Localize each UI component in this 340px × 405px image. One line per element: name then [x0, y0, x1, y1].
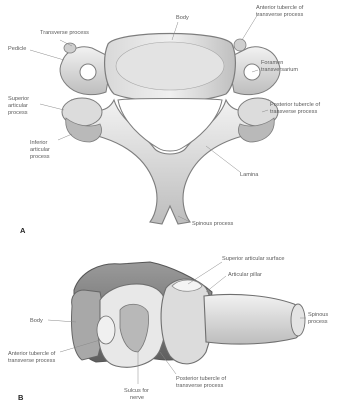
label-posterior-tubercle-b-line2: transverse process	[176, 383, 223, 389]
label-foramen-a-line2: transversarium	[261, 67, 298, 73]
leader-lamina-a	[206, 146, 240, 172]
panel-a-letter: A	[20, 226, 26, 235]
label-inferior-articular-a-line3: process	[30, 154, 50, 160]
label-spinous-process-b-line1: Spinous	[308, 312, 328, 318]
label-spinous-process-b-line2: process	[308, 319, 328, 325]
label-superior-articular-a-line1: Superior	[8, 96, 29, 102]
left-anterior-tubercle	[64, 43, 76, 53]
label-body-b: Body	[30, 318, 43, 324]
panel-b-illustration: Superior articular surface Articular pil…	[8, 256, 328, 402]
label-anterior-tubercle-b-line1: Anterior tubercle of	[8, 351, 56, 357]
label-superior-articular-surface-b: Superior articular surface	[222, 256, 285, 262]
label-lamina-a: Lamina	[240, 172, 259, 178]
leader-articular-pillar-b	[206, 276, 226, 292]
label-posterior-tubercle-a-line1: Posterior tubercle of	[270, 102, 321, 108]
leader-inferior-articular-a	[58, 134, 72, 140]
label-posterior-tubercle-a-line2: transverse process	[270, 109, 317, 115]
lateral-spinous-process	[204, 294, 303, 344]
leader-pedicle-a	[30, 50, 64, 60]
panel-b-letter: B	[18, 393, 24, 402]
right-anterior-tubercle	[234, 39, 246, 51]
label-sulcus-b-line2: nerve	[130, 395, 144, 401]
label-inferior-articular-a-line1: Inferior	[30, 140, 48, 146]
label-pedicle-a: Pedicle	[8, 46, 26, 52]
label-articular-pillar-b: Articular pillar	[228, 272, 262, 278]
label-foramen-a-line1: Foramen	[261, 60, 283, 66]
label-superior-articular-a-line2: articular	[8, 103, 28, 109]
body-superior-surface	[116, 42, 224, 90]
label-inferior-articular-a-line2: articular	[30, 147, 50, 153]
spinous-tip	[291, 304, 305, 336]
leader-superior-articular-a	[40, 104, 64, 110]
lateral-anterior-tubercle	[97, 316, 115, 344]
panel-a-illustration: Body Anterior tubercle of transverse pro…	[8, 5, 321, 235]
label-transverse-process-a: Transverse process	[40, 30, 89, 36]
articular-pillar	[161, 279, 212, 364]
label-spinous-process-a: Spinous process	[192, 221, 234, 227]
left-foramen-transversarium	[80, 64, 96, 80]
label-posterior-tubercle-b-line1: Posterior tubercle of	[176, 376, 227, 382]
label-anterior-tubercle-b-line2: transverse process	[8, 358, 55, 364]
leader-superior-articular-surface-b	[188, 262, 222, 284]
label-superior-articular-a-line3: process	[8, 110, 28, 116]
label-body-a: Body	[176, 15, 189, 21]
label-anterior-tubercle-a-line1: Anterior tubercle of	[256, 5, 304, 11]
label-anterior-tubercle-a-line2: transverse process	[256, 12, 303, 18]
label-sulcus-b-line1: Sulcus for	[124, 388, 149, 394]
